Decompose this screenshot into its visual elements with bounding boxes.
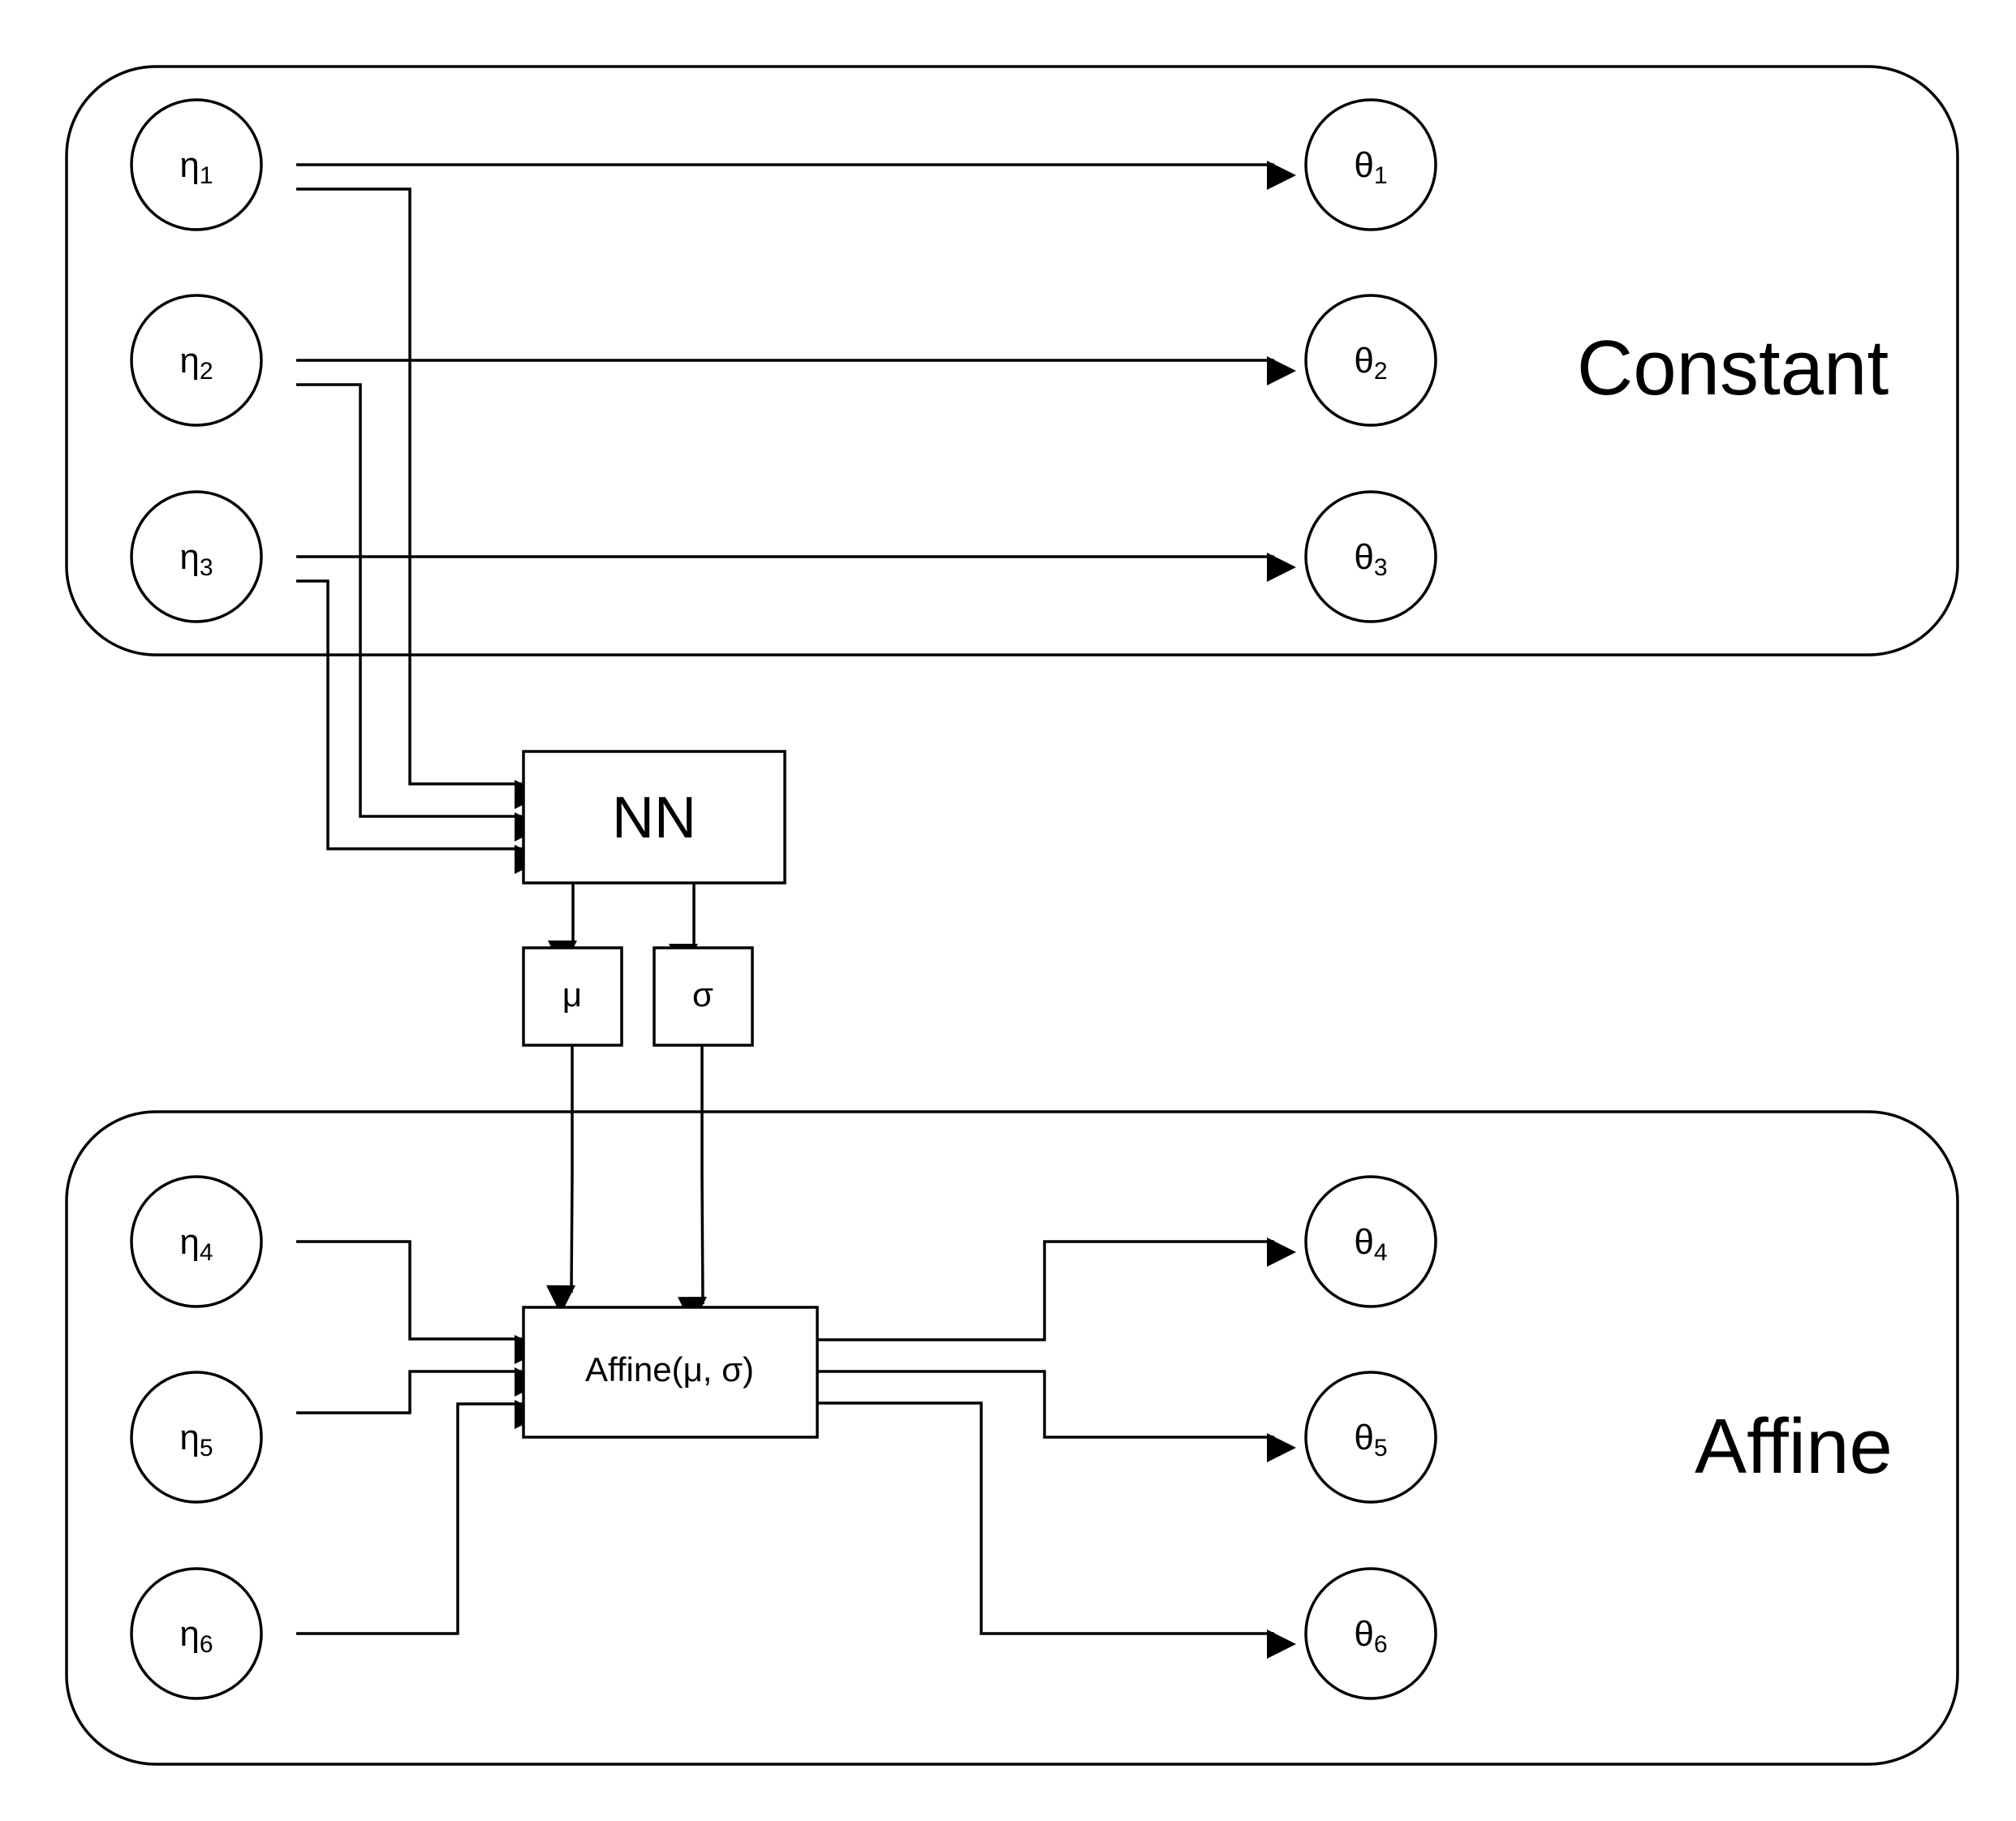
edge-eta5-affine (296, 1367, 544, 1414)
node-subscript: 1 (1374, 162, 1388, 189)
node-subscript: 3 (200, 554, 213, 581)
output-node-theta1: θ1 (1304, 98, 1437, 231)
input-node-eta2: η2 (130, 294, 263, 427)
node-symbol: η (179, 1614, 199, 1654)
edge-eta2-nn (296, 383, 544, 842)
output-node-theta3: θ3 (1304, 490, 1437, 623)
node-circle (1304, 294, 1437, 427)
sigma-box: σ (653, 946, 754, 1047)
edge-eta6-affine (296, 1400, 544, 1635)
input-node-eta3: η3 (130, 490, 263, 623)
nn-label: NN (612, 786, 696, 850)
input-node-eta6: η6 (130, 1567, 263, 1700)
output-node-theta4: θ4 (1304, 1175, 1437, 1308)
node-subscript: 2 (1374, 358, 1388, 385)
mu-box: μ (522, 946, 623, 1047)
node-subscript: 5 (200, 1435, 213, 1462)
output-node-theta2: θ2 (1304, 294, 1437, 427)
constant-group-label: Constant (1577, 325, 1889, 411)
node-circle (130, 1371, 263, 1504)
mu-box-rect (522, 946, 623, 1047)
node-subscript: 1 (200, 162, 213, 189)
node-symbol: θ (1354, 145, 1373, 185)
affine-box-rect (522, 1306, 819, 1439)
svg-text:θ5: θ5 (1354, 1418, 1387, 1462)
node-circle (1304, 98, 1437, 231)
node-subscript: 6 (200, 1631, 213, 1658)
edge-affine-theta5 (817, 1370, 1296, 1462)
nn-box: NN (522, 750, 786, 885)
node-circle (130, 1567, 263, 1700)
node-subscript: 5 (1374, 1435, 1388, 1462)
edge-affine-theta6 (817, 1401, 1296, 1659)
svg-text:η2: η2 (179, 341, 213, 385)
node-subscript: 6 (1374, 1631, 1388, 1658)
node-symbol: η (179, 1222, 199, 1262)
node-symbol: η (179, 145, 199, 185)
node-symbol: η (179, 341, 199, 381)
edge-mu-affine (546, 1045, 576, 1315)
input-node-eta5: η5 (130, 1371, 263, 1504)
node-subscript: 2 (200, 358, 213, 385)
node-circle (1304, 1567, 1437, 1700)
node-symbol: θ (1354, 1614, 1373, 1654)
affine-label: Affine(μ, σ) (585, 1350, 754, 1388)
node-circle (130, 490, 263, 623)
output-node-theta5: θ5 (1304, 1371, 1437, 1504)
affine-group-box (65, 1110, 1959, 1766)
svg-text:η6: η6 (179, 1614, 213, 1658)
svg-text:η5: η5 (179, 1418, 213, 1462)
edge-sigma-affine (677, 1045, 707, 1327)
node-symbol: η (179, 537, 199, 577)
node-symbol: θ (1354, 1222, 1373, 1262)
node-subscript: 4 (1374, 1239, 1388, 1266)
nn-box-rect (522, 750, 786, 885)
svg-text:θ2: θ2 (1354, 341, 1387, 385)
svg-text:θ6: θ6 (1354, 1614, 1387, 1658)
sigma-label: σ (692, 975, 713, 1014)
node-subscript: 4 (200, 1239, 213, 1266)
node-circle (1304, 1175, 1437, 1308)
mu-label: μ (562, 975, 582, 1014)
node-symbol: θ (1354, 537, 1373, 577)
affine-box: Affine(μ, σ) (522, 1306, 819, 1439)
svg-text:η1: η1 (179, 145, 213, 189)
node-circle (1304, 490, 1437, 623)
edge-affine-theta4 (817, 1238, 1296, 1341)
output-node-theta6: θ6 (1304, 1567, 1437, 1700)
sigma-box-rect (653, 946, 754, 1047)
edge-eta3-nn (296, 579, 544, 874)
edge-eta4-affine (296, 1240, 544, 1364)
svg-text:θ1: θ1 (1354, 145, 1387, 189)
affine-group-label: Affine (1695, 1403, 1893, 1490)
edge-eta1-nn (296, 187, 544, 809)
input-node-eta4: η4 (130, 1175, 263, 1308)
node-circle (130, 294, 263, 427)
node-circle (130, 1175, 263, 1308)
constant-group-box (65, 65, 1959, 657)
svg-text:θ4: θ4 (1354, 1222, 1387, 1266)
node-circle (130, 98, 263, 231)
svg-text:η3: η3 (179, 537, 213, 581)
input-node-eta1: η1 (130, 98, 263, 231)
svg-text:η4: η4 (179, 1222, 213, 1266)
node-symbol: θ (1354, 1418, 1373, 1457)
node-subscript: 3 (1374, 554, 1388, 581)
edges (296, 161, 1296, 1659)
node-symbol: θ (1354, 341, 1373, 381)
svg-text:θ3: θ3 (1354, 537, 1387, 581)
node-circle (1304, 1371, 1437, 1504)
node-symbol: η (179, 1418, 199, 1457)
